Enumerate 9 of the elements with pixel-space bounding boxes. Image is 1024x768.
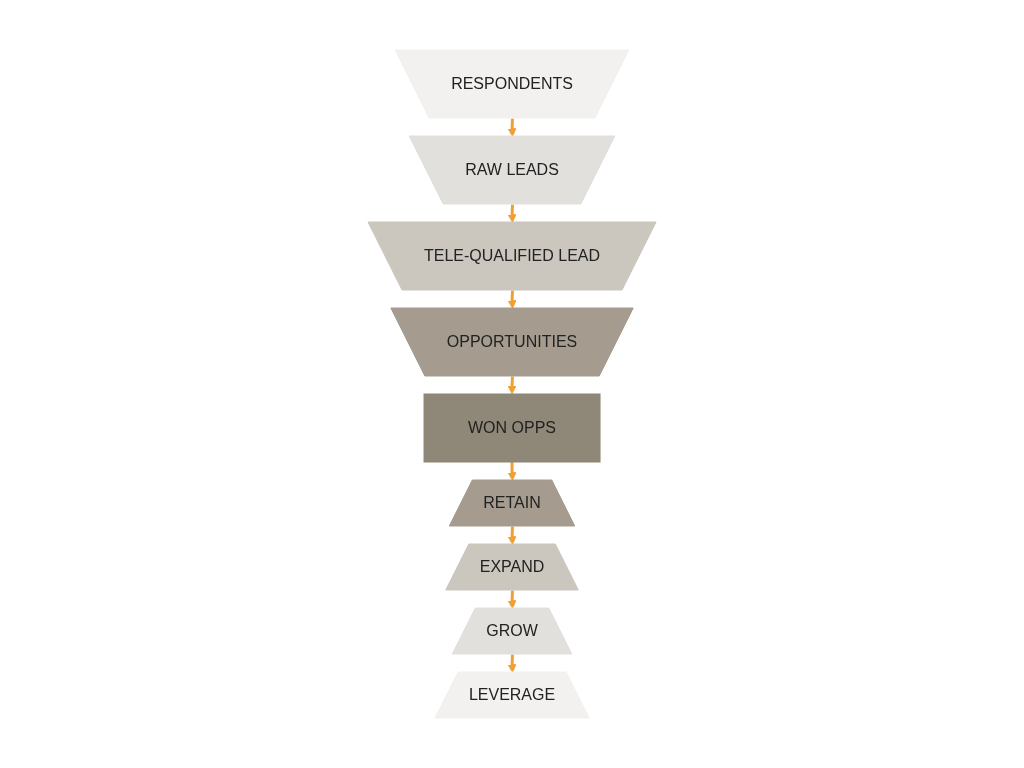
arrow: [507, 290, 517, 309]
arrow: [507, 118, 517, 137]
arrow: [507, 526, 517, 545]
arrow: [507, 376, 517, 395]
arrow: [507, 462, 517, 481]
arrow: [507, 204, 517, 223]
node-box: WON OPPS: [423, 393, 601, 463]
arrow: [507, 590, 517, 609]
arrow: [507, 654, 517, 673]
